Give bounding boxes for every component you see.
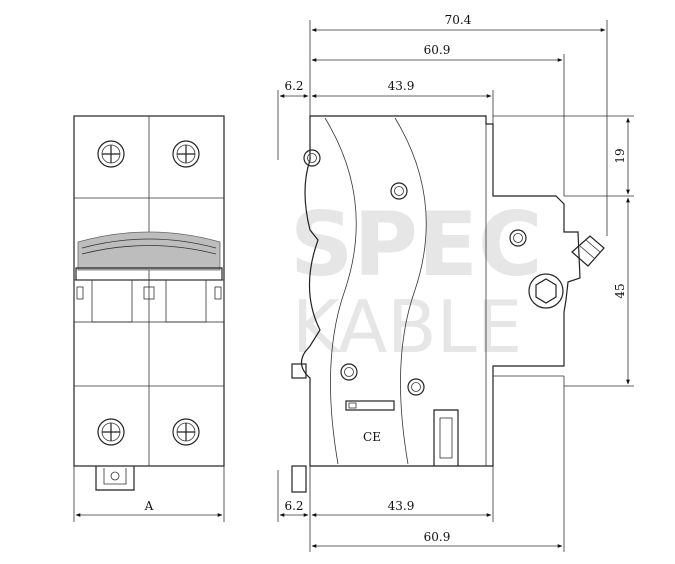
watermark-line-2: KABLE: [292, 285, 522, 369]
side-clip: [143, 286, 155, 300]
dim-label-total-width: 70.4: [445, 13, 472, 27]
pole-window: [165, 279, 207, 323]
rivet-icon: [340, 363, 358, 381]
ce-mark: CE: [363, 430, 381, 444]
side-view: CE: [291, 115, 605, 493]
screw-icon: [97, 140, 125, 168]
rivet-icon: [509, 229, 527, 247]
front-view: A: [73, 115, 225, 522]
side-clip: [214, 286, 222, 300]
terminal-slot: [433, 409, 459, 466]
screw-icon: [172, 140, 200, 168]
dimensions: 70.4 60.9 6.2 43.9 19 45 6.2 43.9 60.9: [277, 13, 634, 552]
center-band: [73, 279, 225, 323]
rivet-icon: [407, 378, 425, 396]
rivet-icon: [390, 182, 408, 200]
dim-label-top-height: 19: [613, 148, 627, 163]
label-plate: [345, 400, 395, 411]
body-curve: [394, 117, 427, 465]
dim-label-rail-height: 45: [613, 283, 627, 298]
watermark-line-1: SPEC: [290, 193, 543, 296]
dim-label-body-width-bottom: 60.9: [424, 530, 451, 544]
din-latch: [95, 466, 135, 491]
pole-window: [91, 279, 133, 323]
front-clip: [291, 363, 307, 379]
watermark: SPEC KABLE: [290, 193, 543, 369]
bottom-clip: [291, 465, 307, 493]
dim-label-rail-depth-bottom: 43.9: [388, 499, 415, 513]
screw-icon: [97, 418, 125, 446]
rivet-icon: [303, 149, 321, 167]
side-outline: [300, 115, 581, 467]
dim-label-a: A: [144, 499, 154, 513]
pivot-icon: [528, 273, 564, 309]
dim-label-front-offset-top: 6.2: [284, 79, 303, 93]
connector-clip: [571, 235, 605, 267]
dim-label-rail-depth-top: 43.9: [388, 79, 415, 93]
dim-label-body-width-top: 60.9: [424, 43, 451, 57]
body-curve: [324, 117, 357, 465]
dim-label-front-offset-bottom: 6.2: [284, 499, 303, 513]
side-clip: [76, 286, 84, 300]
screw-icon: [172, 418, 200, 446]
